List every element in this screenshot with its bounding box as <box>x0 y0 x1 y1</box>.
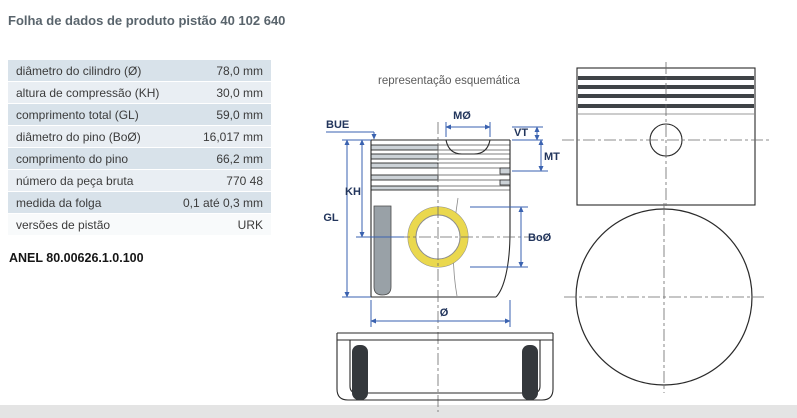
dim-label-diameter: Ø <box>440 307 449 319</box>
side-view <box>562 62 770 206</box>
row-label: comprimento total (GL) <box>16 107 139 122</box>
ring-grooves-section <box>370 144 439 191</box>
row-value: 30,0 mm <box>216 85 263 100</box>
row-value: 770 48 <box>226 173 263 188</box>
dim-label-kh: KH <box>345 186 361 198</box>
table-row: comprimento do pino 66,2 mm <box>8 148 271 170</box>
row-value: URK <box>237 217 263 232</box>
spec-table: diâmetro do cilindro (Ø) 78,0 mm altura … <box>8 60 271 236</box>
table-row: número da peça bruta 770 48 <box>8 170 271 192</box>
dim-label-bod: BoØ <box>528 232 552 244</box>
dimensions: GL KH BUE MØ VT MT <box>323 110 560 327</box>
dim-label-mo: MØ <box>453 110 471 122</box>
pin-boss-right <box>522 345 538 400</box>
piston-outline <box>370 139 511 298</box>
page-title: Folha de dados de produto pistão 40 102 … <box>8 13 286 28</box>
cross-section-view <box>356 122 548 412</box>
bottom-view <box>564 203 764 393</box>
row-label: número da peça bruta <box>16 173 134 188</box>
row-label: altura de compressão (KH) <box>16 85 160 100</box>
dim-label-gl: GL <box>323 212 339 224</box>
row-value: 59,0 mm <box>216 107 263 122</box>
pin-boss-left <box>352 345 368 400</box>
dim-label-bue: BUE <box>326 119 349 131</box>
skirt-wall-section <box>373 205 392 296</box>
row-value: 0,1 até 0,3 mm <box>182 195 263 210</box>
dim-label-mt: MT <box>544 151 560 163</box>
dim-label-vt: VT <box>514 127 528 139</box>
table-row: diâmetro do cilindro (Ø) 78,0 mm <box>8 60 271 82</box>
footer-band <box>0 405 797 418</box>
row-label: medida da folga <box>16 195 102 210</box>
table-row: comprimento total (GL) 59,0 mm <box>8 104 271 126</box>
skirt-bottom-view <box>336 332 554 401</box>
schematic-caption: representação esquemática <box>378 75 520 87</box>
row-label: comprimento do pino <box>16 151 129 166</box>
row-label: diâmetro do pino (BoØ) <box>16 129 141 144</box>
table-row: versões de pistão URK <box>8 214 271 236</box>
row-value: 16,017 mm <box>202 129 263 144</box>
row-value: 66,2 mm <box>216 151 263 166</box>
row-label: diâmetro do cilindro (Ø) <box>16 63 142 78</box>
ring-part-number: ANEL 80.00626.1.0.100 <box>9 251 144 265</box>
row-value: 78,0 mm <box>216 63 263 78</box>
table-row: medida da folga 0,1 até 0,3 mm <box>8 192 271 214</box>
row-label: versões de pistão <box>16 217 111 232</box>
ring-grooves-outside <box>438 144 510 191</box>
table-row: diâmetro do pino (BoØ) 16,017 mm <box>8 126 271 148</box>
table-row: altura de compressão (KH) 30,0 mm <box>8 82 271 104</box>
